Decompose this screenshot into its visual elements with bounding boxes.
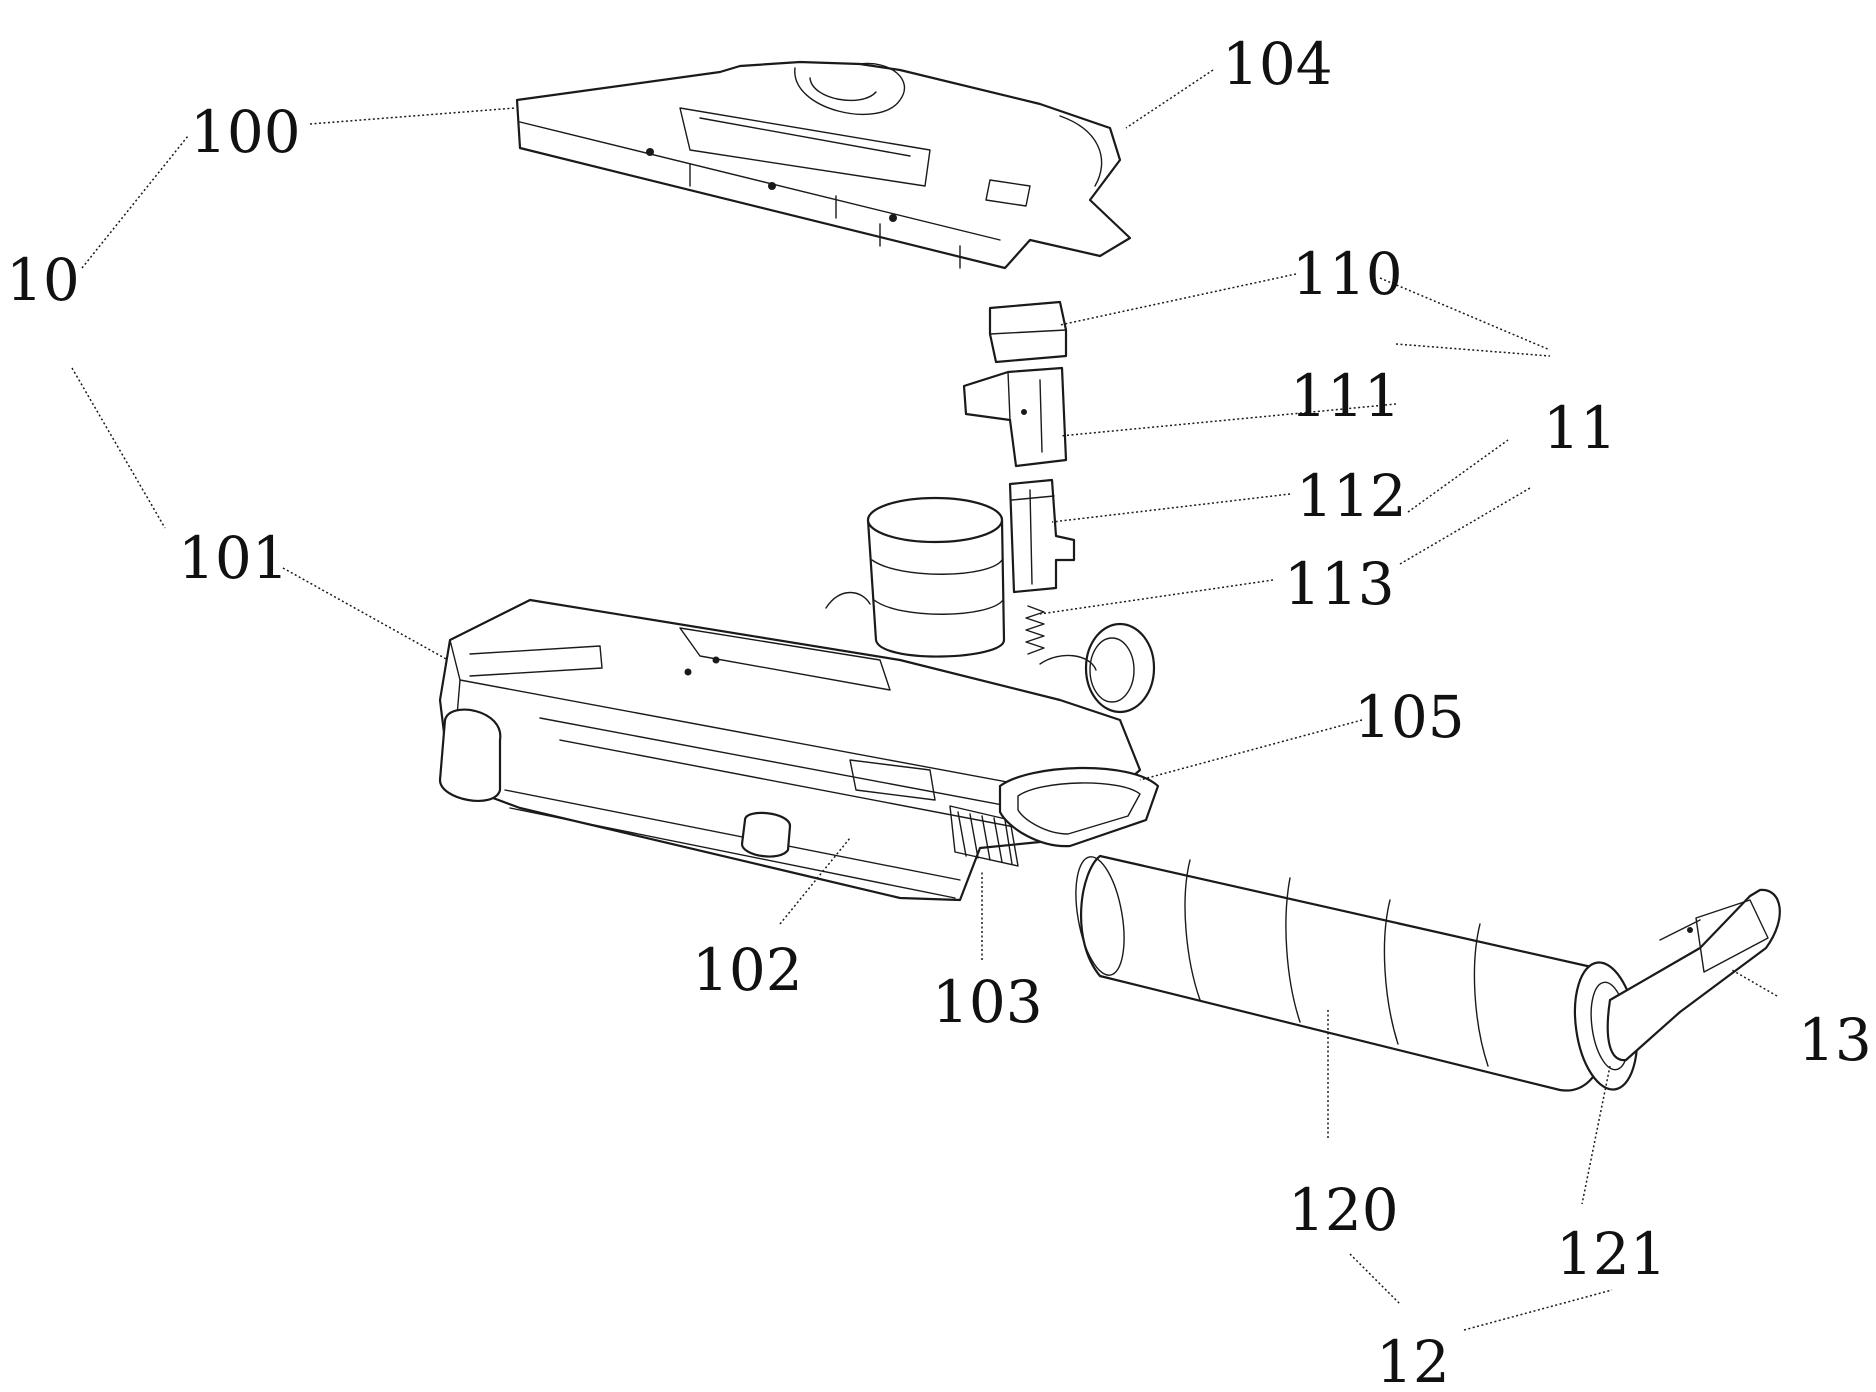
- label-111: 111: [1290, 362, 1401, 430]
- upper-cover-100: [517, 62, 1130, 268]
- arm-13: [1608, 890, 1780, 1060]
- slider-112: [1010, 480, 1074, 592]
- label-113: 113: [1284, 550, 1395, 618]
- label-13: 13: [1798, 1006, 1872, 1074]
- slider-111: [964, 368, 1066, 466]
- label-112: 112: [1296, 462, 1407, 530]
- label-105: 105: [1354, 683, 1465, 751]
- label-103: 103: [932, 968, 1043, 1036]
- roller-brush-12: [1068, 853, 1645, 1093]
- label-100: 100: [190, 98, 301, 166]
- label-10: 10: [6, 246, 80, 314]
- cap-110: [990, 302, 1066, 362]
- label-104: 104: [1222, 30, 1333, 98]
- label-121: 121: [1556, 1220, 1667, 1288]
- label-110: 110: [1292, 240, 1403, 308]
- label-102: 102: [692, 936, 803, 1004]
- label-12: 12: [1376, 1328, 1450, 1392]
- label-120: 120: [1288, 1176, 1399, 1244]
- label-11: 11: [1543, 394, 1617, 462]
- label-101: 101: [178, 524, 289, 592]
